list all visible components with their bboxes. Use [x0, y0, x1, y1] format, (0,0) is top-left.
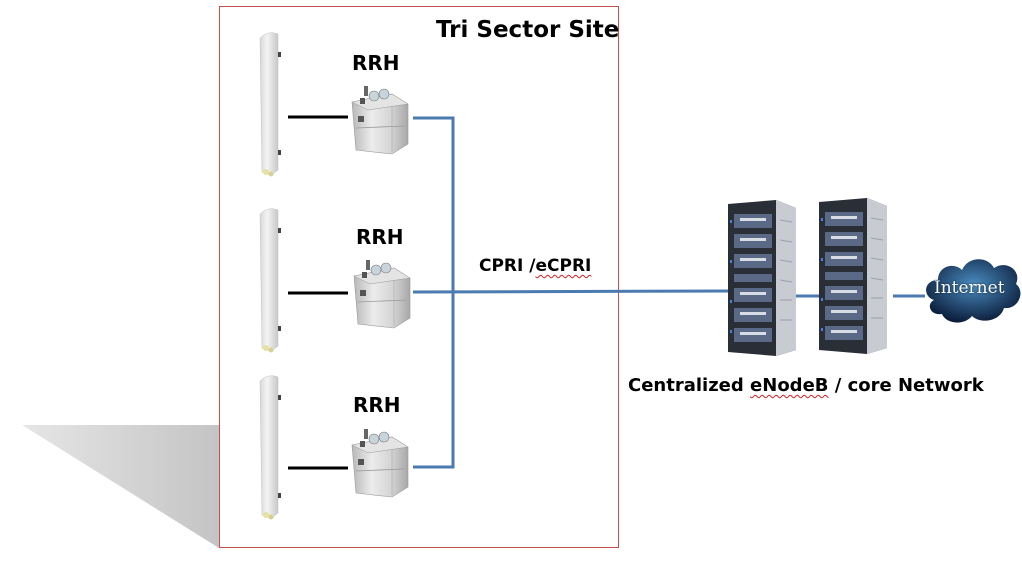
fronthaul-trunk: [412, 289, 733, 294]
site-title: Tri Sector Site: [436, 17, 620, 43]
fronthaul-rrh-1: [413, 116, 455, 292]
rrh-label-2: RRH: [356, 225, 404, 249]
fronthaul-label: CPRI /eCPRI: [479, 256, 592, 276]
rrh-label-1: RRH: [352, 51, 400, 75]
internet-label: Internet: [934, 278, 1005, 298]
tri-sector-site-frame: [219, 6, 619, 548]
rrh-label-3: RRH: [353, 393, 401, 417]
core-network-label: Centralized eNodeB / core Network: [628, 375, 984, 396]
fronthaul-rrh-3: [413, 292, 455, 469]
